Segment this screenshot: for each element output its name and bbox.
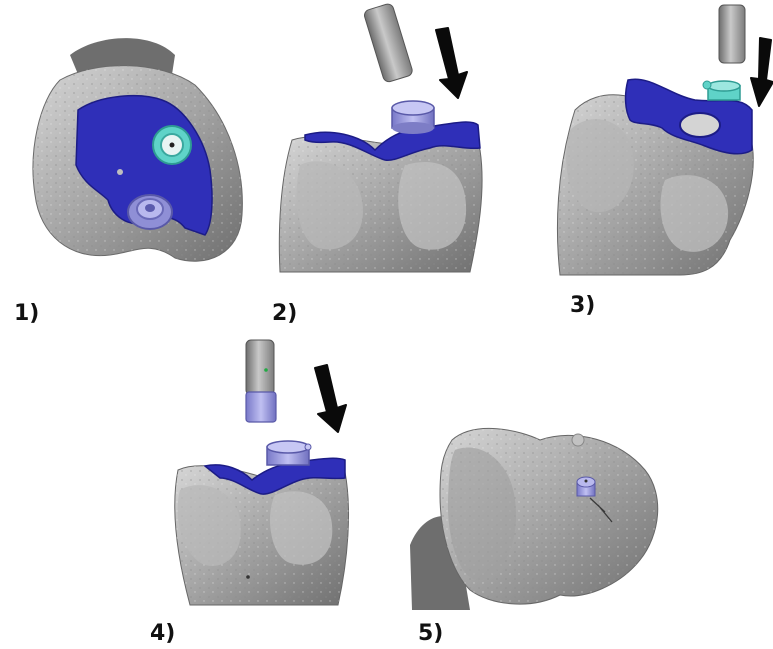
panel-3-tibia-oblique	[557, 5, 773, 275]
sleeve-bushing-4	[267, 441, 311, 465]
direction-arrow-4	[315, 365, 346, 432]
drill-bit-3	[719, 5, 745, 63]
teal-sleeve-3	[703, 81, 740, 100]
panel-1-femur-with-guide	[33, 38, 242, 261]
step-label-3: 3)	[570, 293, 595, 318]
step-label-1: 1)	[14, 301, 39, 326]
panel-5-femur-pin-placed	[410, 428, 658, 610]
sleeve-bushing-2	[392, 101, 434, 134]
guide-hole-3	[680, 113, 720, 137]
step-label-5: 5)	[418, 621, 443, 646]
panel-4-tibia-insertion	[175, 340, 349, 605]
direction-arrow-2	[436, 28, 467, 98]
step-label-4: 4)	[150, 621, 175, 646]
teal-guide-ring	[153, 126, 191, 164]
panel-2-tibia-drilling	[279, 3, 482, 272]
drill-bit-2	[363, 3, 414, 83]
step-label-2: 2)	[272, 301, 297, 326]
femoral-pin-5	[577, 477, 595, 496]
sleeve-bushing-1	[128, 195, 172, 229]
direction-arrow-3	[751, 38, 773, 106]
drill-with-sleeve-4	[246, 340, 276, 422]
